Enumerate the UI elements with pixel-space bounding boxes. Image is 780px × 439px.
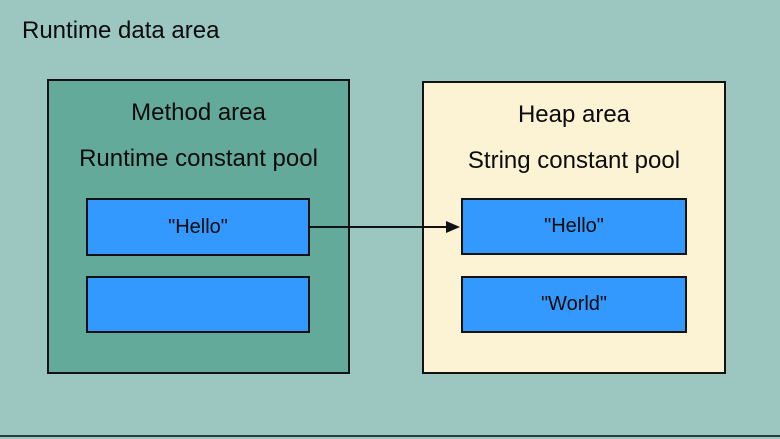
string-box-hello-heap: "Hello" — [461, 198, 687, 255]
string-box-hello-method: "Hello" — [86, 198, 310, 256]
string-box-empty — [86, 276, 310, 333]
method-area-box: Method area Runtime constant pool "Hello… — [47, 79, 350, 374]
reference-arrow — [310, 221, 460, 233]
string-constant-pool-label: String constant pool — [467, 147, 681, 174]
bottom-edge-line — [0, 435, 780, 437]
string-box-world-heap: "World" — [461, 276, 687, 333]
heap-area-box: Heap area String constant pool "Hello" "… — [422, 81, 726, 374]
method-area-label: Method area — [131, 99, 266, 126]
runtime-constant-pool-label: Runtime constant pool — [79, 145, 318, 172]
diagram-title: Runtime data area — [22, 17, 220, 44]
heap-area-label: Heap area — [517, 101, 631, 128]
